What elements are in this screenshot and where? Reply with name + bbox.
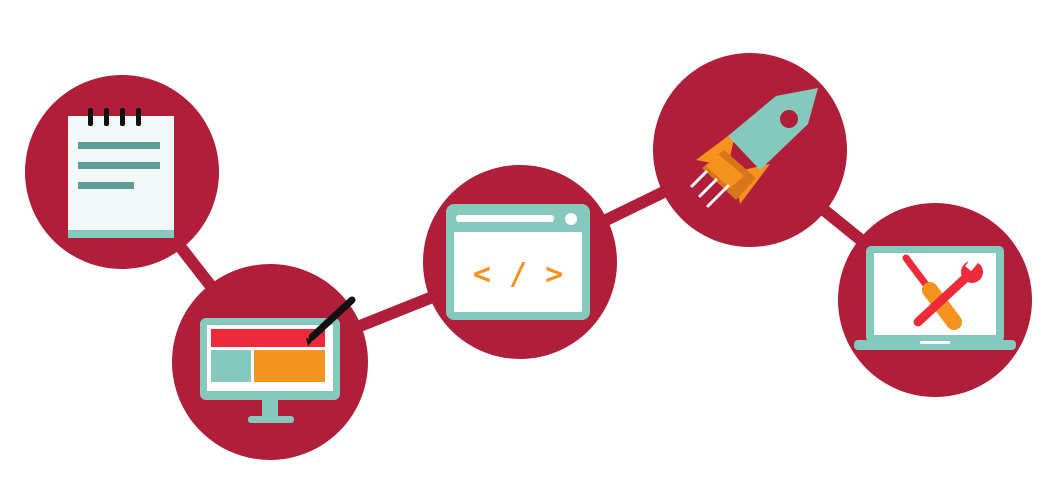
- browser-code-icon: < / >: [446, 204, 590, 320]
- code-symbol: < / >: [473, 257, 563, 292]
- screwdriver-icon: [902, 254, 962, 330]
- development-step: < / >: [423, 165, 617, 359]
- wrench-icon: [913, 256, 983, 327]
- launch-step: [653, 53, 847, 247]
- pencil-icon: [306, 296, 356, 346]
- design-step: [172, 264, 368, 460]
- planning-step: [25, 75, 219, 269]
- notepad-icon: [68, 108, 174, 238]
- rocket-icon: [690, 88, 818, 208]
- laptop-tools-icon: [854, 246, 1016, 350]
- monitor-design-icon: [200, 296, 356, 423]
- maintenance-step: [838, 203, 1032, 397]
